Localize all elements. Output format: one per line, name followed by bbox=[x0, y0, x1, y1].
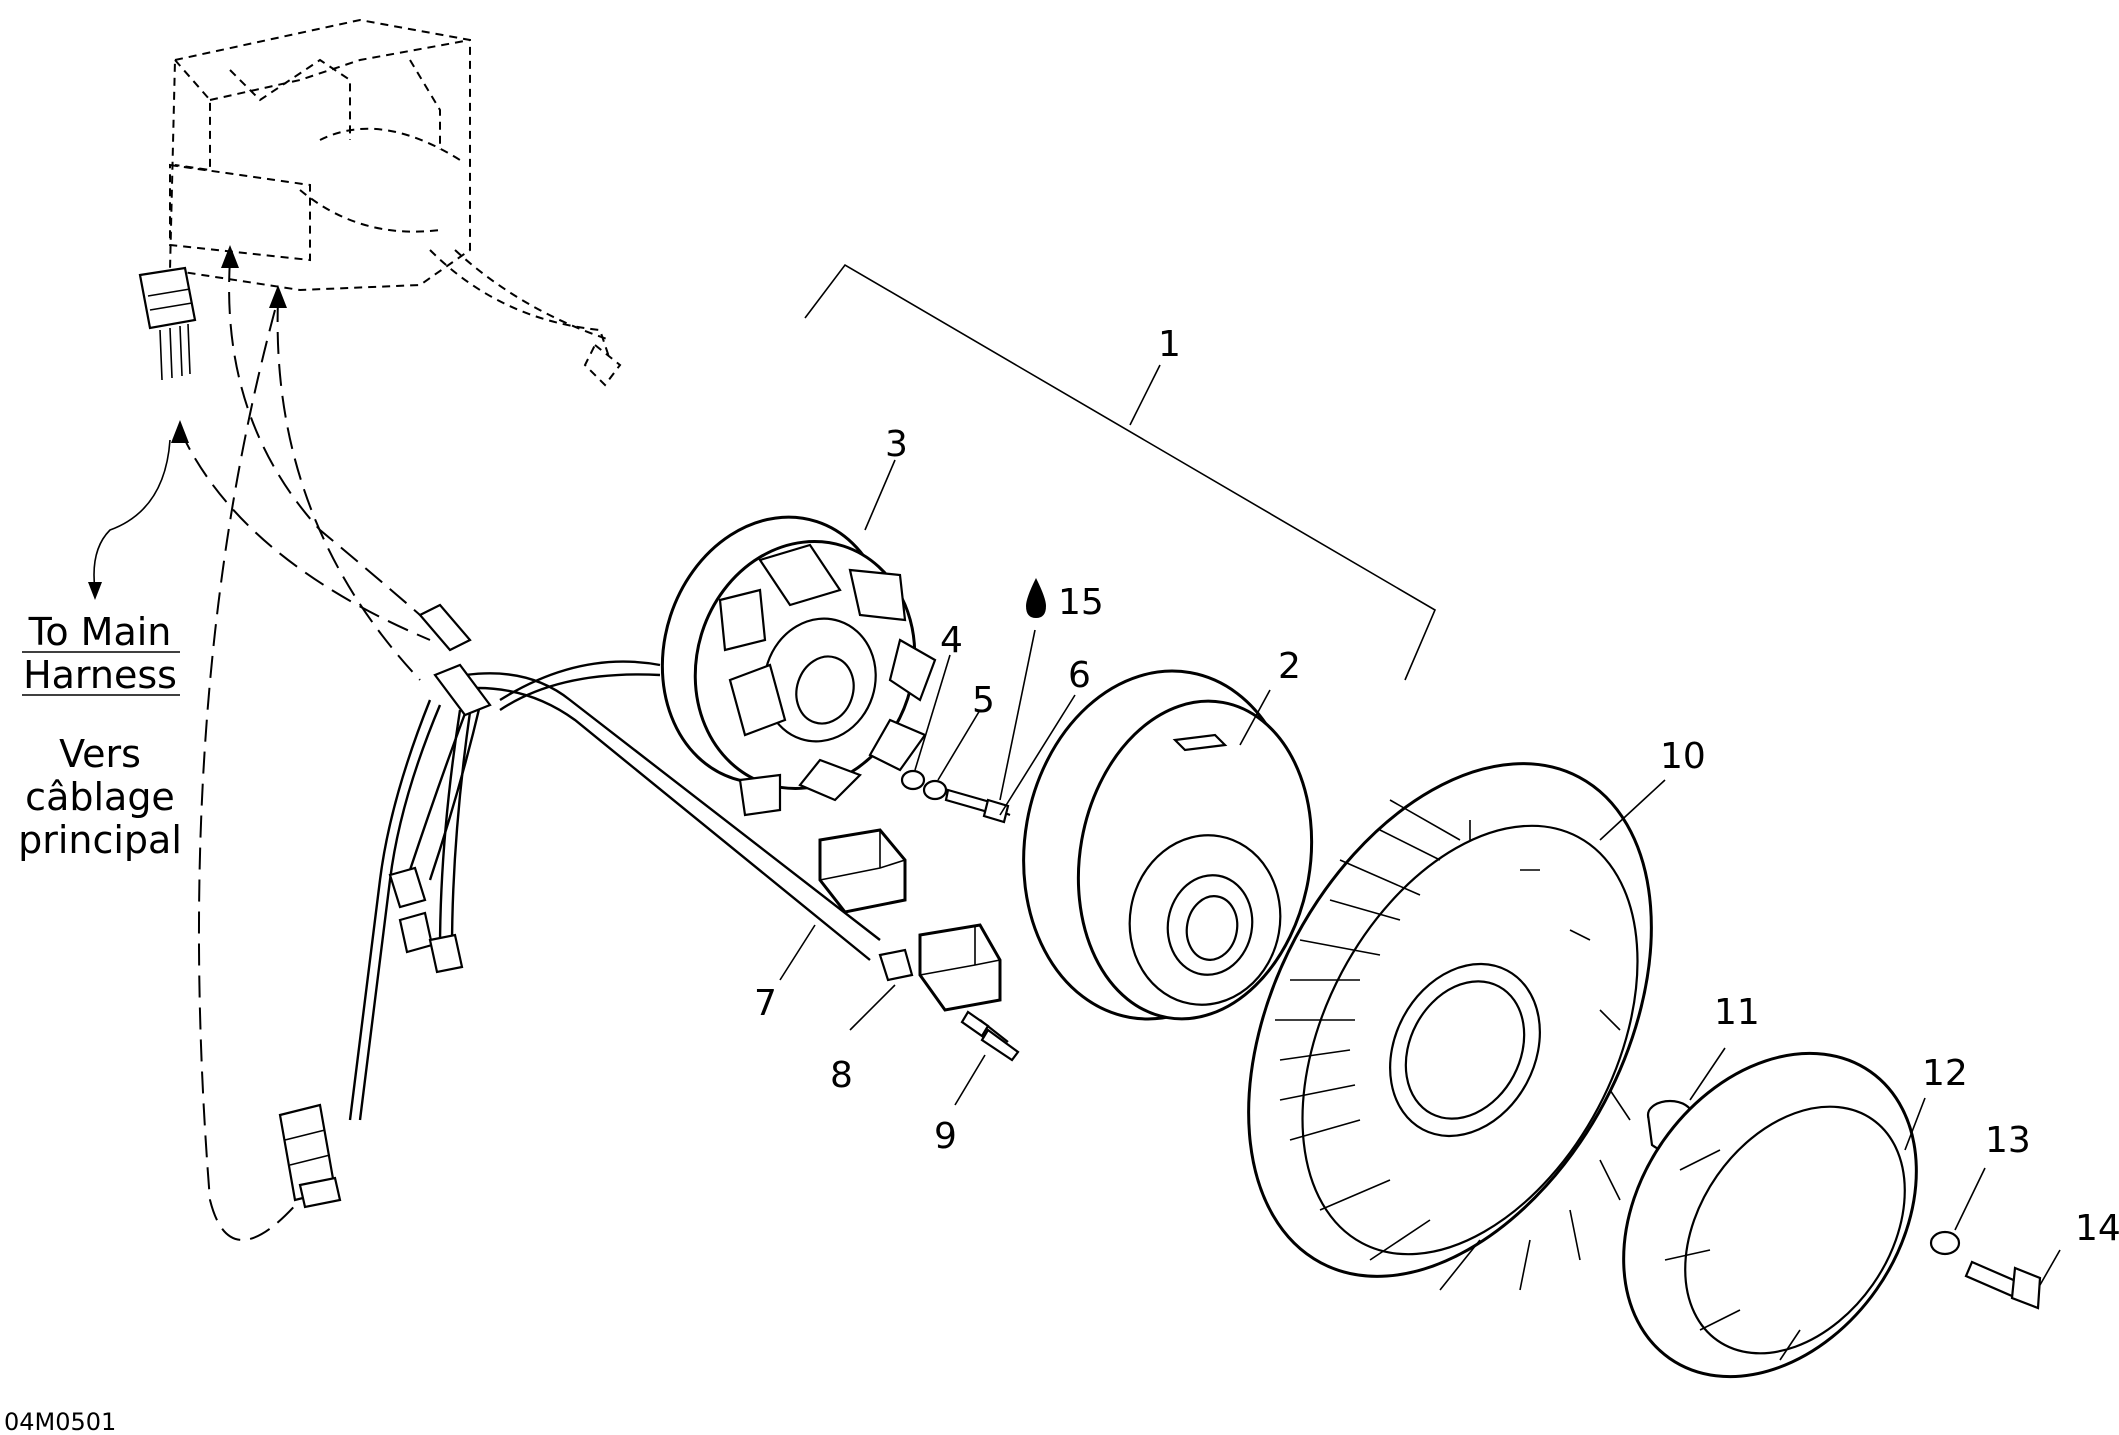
note-line-cablage: câblage bbox=[25, 775, 175, 819]
leader-dashed-3 bbox=[179, 429, 431, 641]
wiring-harness bbox=[278, 603, 881, 1209]
leader-dashed-1 bbox=[228, 259, 421, 616]
callout-1: 1 bbox=[1158, 324, 1181, 365]
callout-5: 5 bbox=[972, 680, 995, 721]
callout-11: 11 bbox=[1714, 992, 1760, 1033]
harness-connector bbox=[138, 266, 197, 381]
note-line-to-main: To Main bbox=[28, 610, 172, 654]
rotor bbox=[1022, 669, 1314, 1021]
callout-3: 3 bbox=[885, 424, 908, 465]
callout-13: 13 bbox=[1985, 1120, 2031, 1161]
regulator-box-dashed bbox=[168, 18, 622, 387]
washer-13 bbox=[1929, 1230, 1961, 1256]
bolt-14 bbox=[1964, 1260, 2042, 1310]
arrowhead-3 bbox=[171, 420, 189, 443]
callout-8: 8 bbox=[830, 1055, 853, 1096]
trigger-coil bbox=[818, 828, 1002, 1012]
callout-9: 9 bbox=[934, 1116, 957, 1157]
lubricant-drop-icon bbox=[1026, 578, 1046, 618]
callout-12: 12 bbox=[1922, 1053, 1968, 1094]
note-arrow bbox=[93, 439, 171, 591]
harness-note: To Main Harness Vers câblage principal bbox=[18, 610, 182, 862]
callout-6: 6 bbox=[1068, 655, 1091, 696]
callout-2: 2 bbox=[1278, 646, 1301, 687]
callout-15: 15 bbox=[1058, 582, 1104, 623]
stator bbox=[660, 515, 937, 817]
arrowhead-1 bbox=[221, 245, 239, 268]
note-line-principal: principal bbox=[18, 818, 182, 862]
arrowhead-2 bbox=[269, 285, 287, 308]
starting-pulley bbox=[1622, 1051, 1918, 1379]
screw-9 bbox=[960, 1010, 1020, 1062]
hardware-4-5-6 bbox=[900, 769, 1011, 824]
callout-7: 7 bbox=[754, 983, 777, 1024]
fan bbox=[1247, 762, 1653, 1291]
callout-10: 10 bbox=[1660, 736, 1706, 777]
note-line-vers: Vers bbox=[59, 732, 141, 776]
note-arrowhead bbox=[88, 582, 102, 600]
callout-4: 4 bbox=[940, 620, 963, 661]
drawing-code: 04M0501 bbox=[4, 1408, 116, 1435]
callout-leaders bbox=[779, 364, 2061, 1286]
note-line-harness: Harness bbox=[23, 653, 177, 697]
leader-dashed-2 bbox=[276, 299, 421, 681]
callout-14: 14 bbox=[2075, 1208, 2119, 1249]
kit-bracket bbox=[804, 263, 1437, 681]
leader-dashed-4 bbox=[197, 309, 301, 1241]
